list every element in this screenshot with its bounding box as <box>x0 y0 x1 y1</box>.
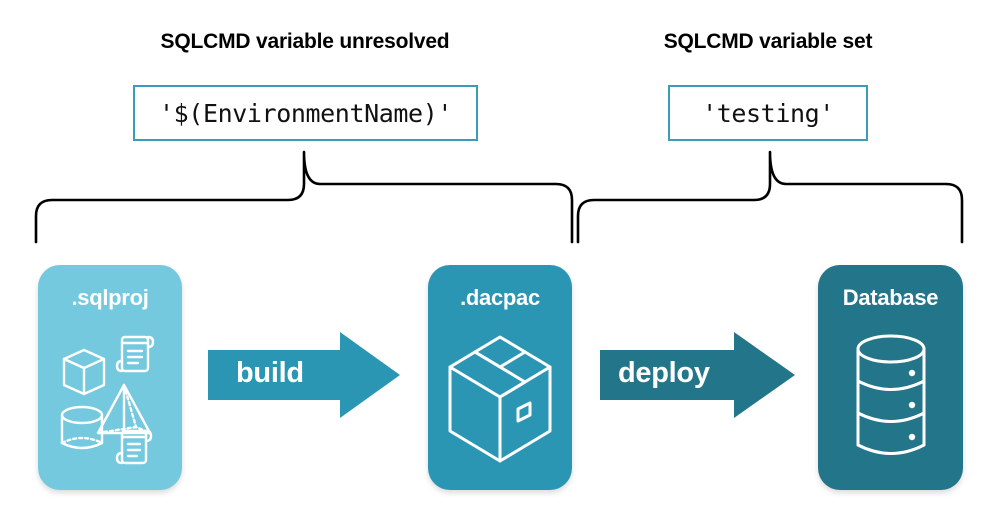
code-value-left: '$(EnvironmentName)' <box>158 98 453 128</box>
scroll-icon-bottom <box>115 429 153 465</box>
cube-icon <box>62 348 106 396</box>
pyramid-icon <box>96 383 152 435</box>
stage-label-database: Database <box>842 285 939 310</box>
code-value-box-left: '$(EnvironmentName)' <box>133 85 478 141</box>
curly-brace-right <box>572 150 972 251</box>
curly-brace-left <box>30 150 582 251</box>
database-cylinder-icon-svg <box>856 334 925 455</box>
code-value-box-right: 'testing' <box>668 85 868 141</box>
arrow-deploy-svg <box>600 332 795 418</box>
arrow-build: build <box>208 332 400 418</box>
stage-box-dacpac: .dacpac <box>428 265 572 490</box>
arrow-deploy: deploy <box>600 332 795 418</box>
stage-label-sqlproj: .sqlproj <box>71 285 149 310</box>
stage-box-database: Database <box>818 265 963 490</box>
package-box-icon <box>428 325 572 475</box>
stage-label-dacpac: .dacpac <box>460 285 540 310</box>
arrow-label-build: build <box>236 357 304 389</box>
cylinder-icon <box>60 405 104 450</box>
shapes-and-scripts-icon <box>38 323 182 473</box>
annotation-heading-left: SQLCMD variable unresolved <box>160 30 450 53</box>
shapes-and-scripts-icon-svg <box>60 335 155 465</box>
package-box-icon-svg <box>448 335 552 463</box>
curly-brace-right-svg <box>576 150 964 244</box>
stage-box-sqlproj: .sqlproj <box>38 265 182 490</box>
database-cylinder-icon <box>818 327 963 472</box>
curly-brace-left-svg <box>34 150 574 244</box>
scroll-icon-top <box>115 335 155 373</box>
annotation-heading-right: SQLCMD variable set <box>663 30 873 53</box>
code-value-right: 'testing' <box>702 98 834 128</box>
arrow-label-deploy: deploy <box>618 357 710 389</box>
arrow-build-svg <box>208 332 400 418</box>
